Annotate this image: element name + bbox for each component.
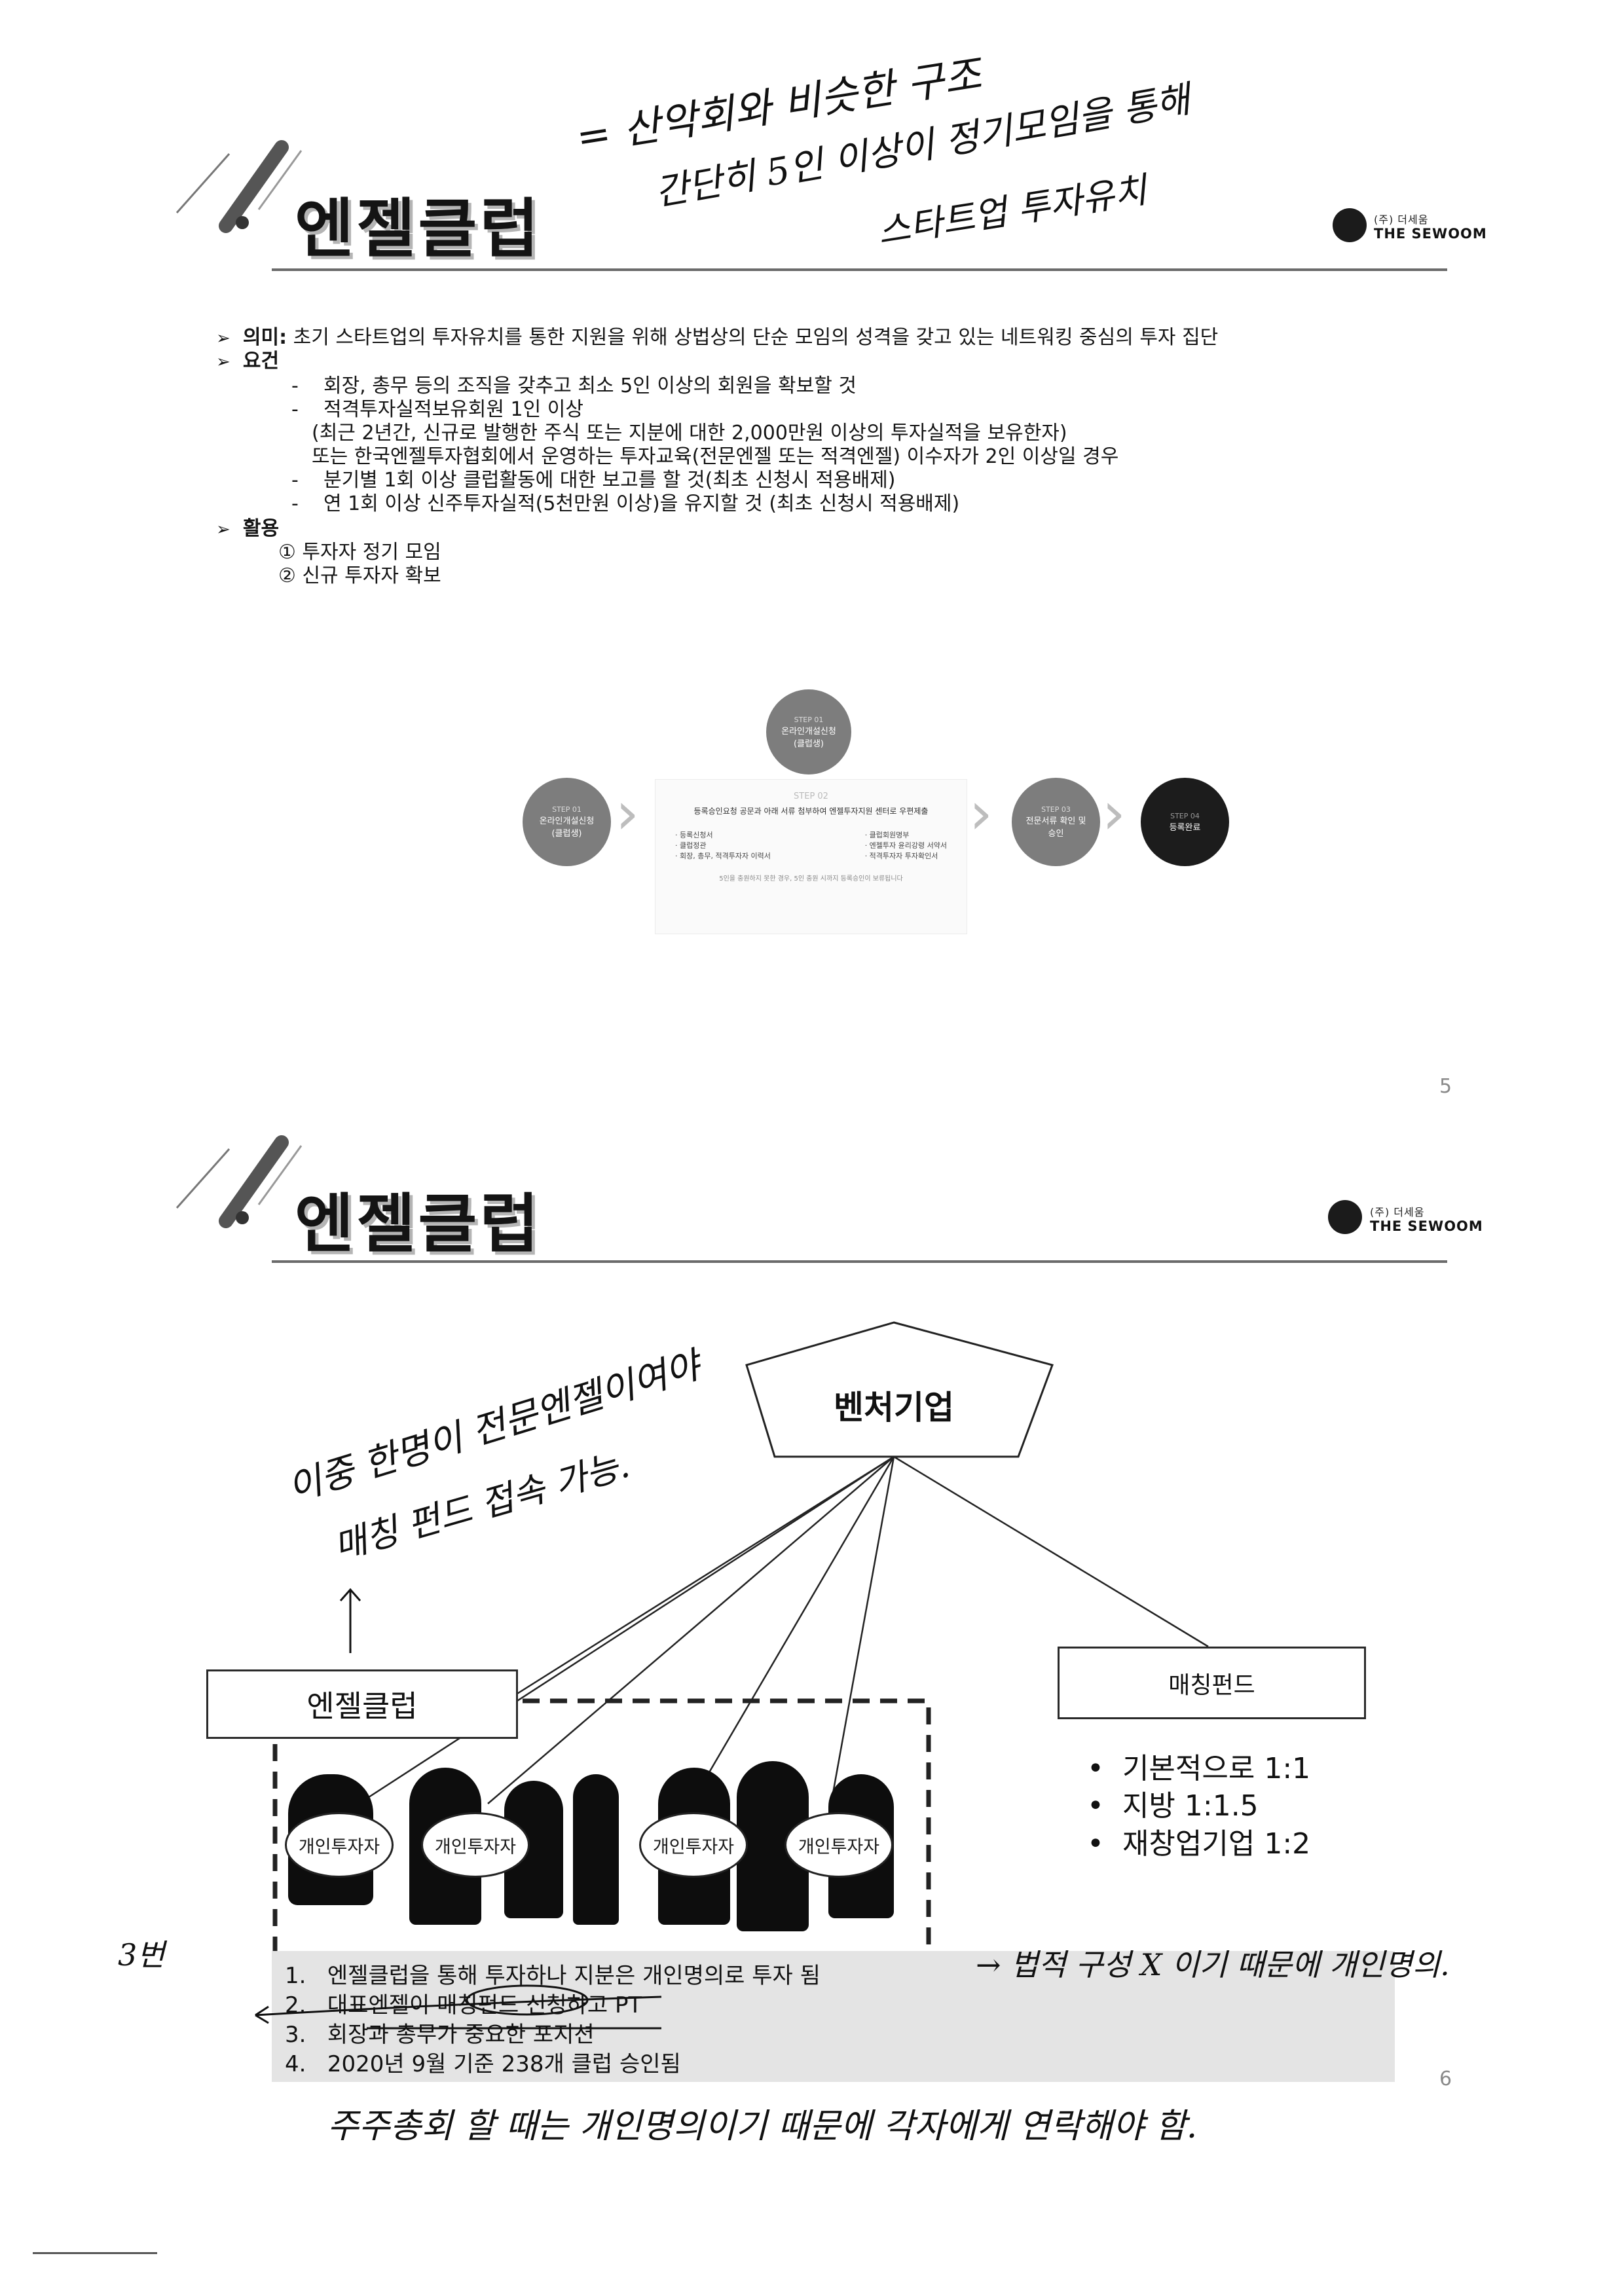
footer-line [33,2252,157,2254]
handwritten-bottom-note: 주주총회 할 때는 개인명의이기 때문에 각자에게 연락해야 함. [327,2098,1197,2147]
handwritten-side-note: → 법적 구성 X 이기 때문에 개인명의. [976,1941,1450,1984]
page-number: 6 [1439,2068,1452,2090]
